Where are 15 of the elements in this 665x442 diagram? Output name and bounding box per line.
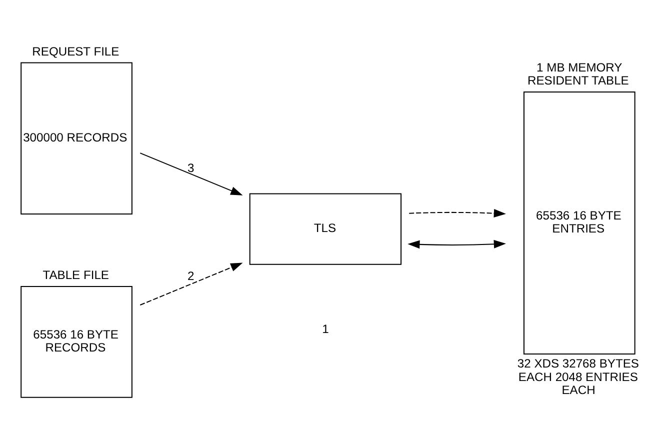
node-box: 300000 RECORDS: [20, 62, 132, 214]
node-box: 65536 16 BYTE RECORDS: [20, 286, 132, 398]
node-label: 32 XDS 32768 BYTES EACH 2048 ENTRIES EACH: [516, 356, 638, 397]
edge-label: 2: [187, 269, 194, 284]
arrow: [407, 240, 506, 249]
node-box: 65536 16 BYTE ENTRIES: [522, 92, 635, 355]
arrow: [139, 262, 242, 306]
node-label: 1 MB MEMORY RESIDENT TABLE: [527, 60, 628, 88]
node-label: REQUEST FILE: [32, 44, 119, 58]
arrow: [139, 152, 242, 196]
edge-label: 3: [187, 161, 194, 176]
node-box: TLS: [248, 193, 402, 265]
node-label: TABLE FILE: [42, 268, 108, 282]
arrow: [408, 209, 506, 218]
label: 1: [322, 322, 328, 336]
